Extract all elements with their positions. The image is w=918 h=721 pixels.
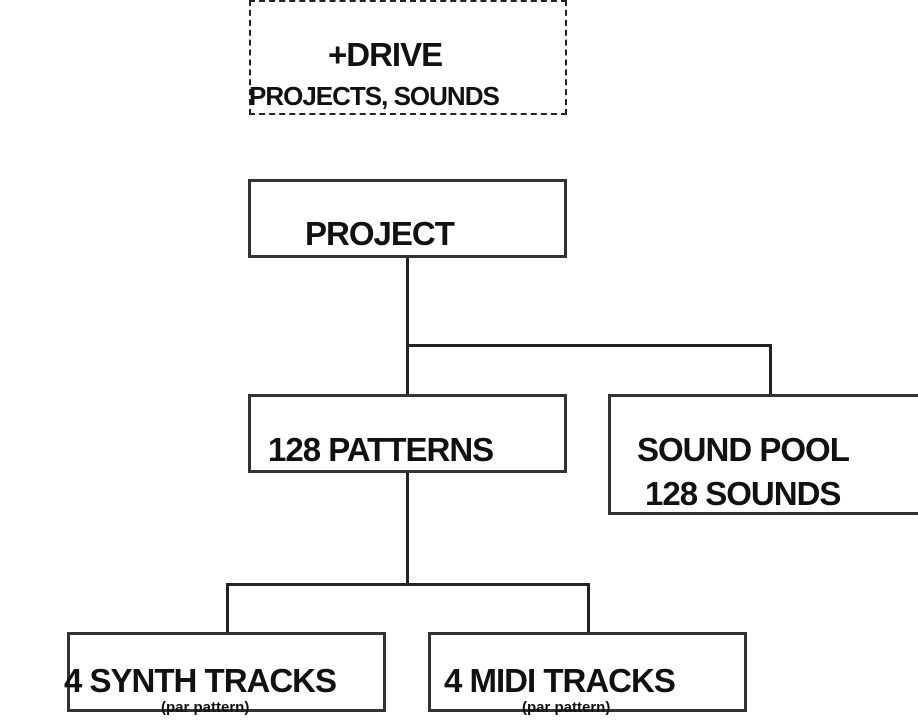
sound-pool-count: 128 SOUNDS [645, 475, 841, 512]
connector-midi-down [587, 583, 590, 634]
drive-box [249, 0, 567, 115]
patterns-box [248, 394, 567, 473]
midi-tracks-box [428, 632, 747, 712]
synth-tracks-note: (par pattern) [161, 699, 250, 716]
connector-patterns-down [406, 471, 409, 586]
connector-synth-down [226, 583, 229, 634]
sound-pool-label: SOUND POOL [637, 431, 850, 468]
synth-tracks-label: 4 SYNTH TRACKS [64, 662, 337, 699]
connector-project-down [406, 256, 409, 395]
midi-tracks-label: 4 MIDI TRACKS [444, 662, 676, 699]
drive-subtitle: PROJECTS, SOUNDS [249, 81, 500, 111]
project-label: PROJECT [305, 215, 455, 252]
connector-project-branch [406, 344, 772, 347]
connector-patterns-branch [226, 583, 590, 586]
drive-title: +DRIVE [328, 36, 443, 73]
midi-tracks-note: (par pattern) [522, 699, 611, 716]
connector-soundpool-down [769, 344, 772, 396]
sound-pool-box [608, 394, 918, 515]
synth-tracks-box [67, 632, 386, 712]
project-box [248, 179, 567, 258]
patterns-label: 128 PATTERNS [268, 431, 494, 468]
